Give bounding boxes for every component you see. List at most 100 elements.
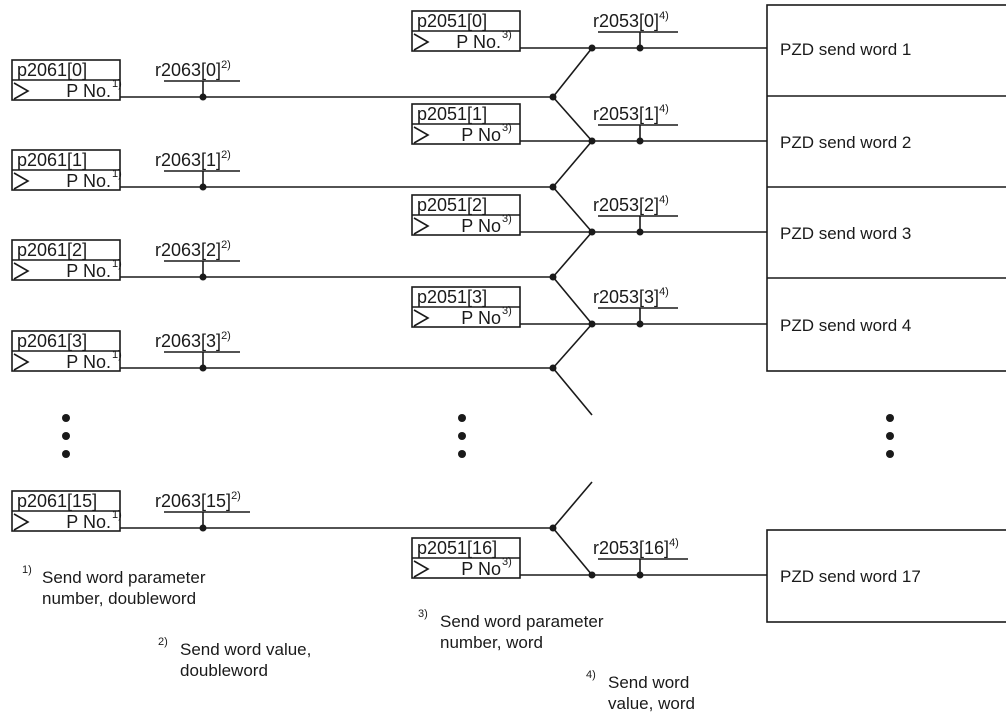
svg-text:4): 4) bbox=[586, 669, 596, 681]
svg-text:r2053[1]4): r2053[1]4) bbox=[593, 103, 669, 124]
word-pno-footnote: 3) bbox=[502, 122, 512, 134]
footnote-line: number, doubleword bbox=[42, 589, 196, 608]
pzd-send-word-17-box: PZD send word 17 bbox=[766, 529, 1006, 623]
svg-text:p2061[15]: p2061[15] bbox=[17, 491, 97, 511]
svg-text:p2061[1]: p2061[1] bbox=[17, 150, 87, 170]
word-value-label: r2053[0] bbox=[593, 11, 659, 31]
svg-text:p2061[2]: p2061[2] bbox=[17, 240, 87, 260]
word-value-footnote: 4) bbox=[659, 194, 669, 206]
dword-pno-footnote: 1) bbox=[112, 349, 122, 361]
word-block-3: p2051[3] P No 3) r2053[3]4) bbox=[411, 286, 767, 328]
svg-text:r2063[15]2): r2063[15]2) bbox=[155, 490, 241, 511]
svg-text:3): 3) bbox=[502, 213, 512, 225]
svg-text:1): 1) bbox=[112, 78, 122, 90]
pzd-send-word-2: PZD send word 2 bbox=[780, 133, 911, 152]
svg-text:PZD send word 1: PZD send word 1 bbox=[780, 40, 911, 59]
pzd-send-word-3: PZD send word 3 bbox=[780, 224, 911, 243]
word-param-label: p2051[1] bbox=[417, 104, 487, 124]
svg-text:P No: P No bbox=[461, 308, 501, 328]
footnote-4: 4) Send word value, word bbox=[586, 669, 695, 713]
word-splitters bbox=[549, 47, 593, 576]
word-block-16: p2051[16] P No 3) r2053[16]4) bbox=[411, 537, 767, 579]
svg-text:P No.: P No. bbox=[66, 171, 111, 191]
svg-text:r2063[3]2): r2063[3]2) bbox=[155, 330, 231, 351]
svg-text:r2053[3]4): r2053[3]4) bbox=[593, 286, 669, 307]
svg-text:1): 1) bbox=[112, 258, 122, 270]
footnote-line: number, word bbox=[440, 633, 543, 652]
word-pno-label: P No bbox=[461, 125, 501, 145]
svg-text:PZD send word 4: PZD send word 4 bbox=[780, 316, 911, 335]
svg-text:PZD send word 2: PZD send word 2 bbox=[780, 133, 911, 152]
svg-text:P No.: P No. bbox=[66, 261, 111, 281]
pzd-send-word-4: PZD send word 4 bbox=[780, 316, 911, 335]
word-pno-label: P No. bbox=[456, 32, 501, 52]
footnote-line: Send word bbox=[608, 673, 689, 692]
dword-block-15: p2061[15] P No. 1) r2063[15]2) bbox=[11, 490, 553, 532]
footnote-mark: 2) bbox=[158, 636, 168, 648]
pzd-send-word-frame bbox=[766, 4, 1006, 372]
dword-value-label: r2063[0] bbox=[155, 60, 221, 80]
svg-text:P No: P No bbox=[461, 125, 501, 145]
svg-text:r2063[2]2): r2063[2]2) bbox=[155, 239, 231, 260]
pzd-send-word-frame-17 bbox=[766, 529, 1006, 623]
word-block-1: p2051[1] P No 3) r2053[1]4) bbox=[411, 103, 767, 145]
svg-text:1): 1) bbox=[112, 168, 122, 180]
word-value-footnote: 4) bbox=[669, 537, 679, 549]
vertical-ellipsis-middle bbox=[458, 414, 466, 458]
svg-text:r2063[1]2): r2063[1]2) bbox=[155, 149, 231, 170]
svg-text:Send word: Send word bbox=[608, 673, 689, 692]
word-block-0: p2051[0] P No. 3) r2053[0]4) bbox=[411, 10, 767, 52]
svg-text:p2061[3]: p2061[3] bbox=[17, 331, 87, 351]
dword-block-2: p2061[2] P No. 1) r2063[2]2) bbox=[11, 239, 553, 281]
dword-value-footnote: 2) bbox=[221, 330, 231, 342]
dword-value-footnote: 2) bbox=[231, 490, 241, 502]
footnote-line: doubleword bbox=[180, 661, 268, 680]
word-value-footnote: 4) bbox=[659, 103, 669, 115]
svg-text:number, word: number, word bbox=[440, 633, 543, 652]
footnote-2: 2) Send word value, doubleword bbox=[158, 636, 311, 680]
word-pno-footnote: 3) bbox=[502, 305, 512, 317]
svg-text:3): 3) bbox=[502, 305, 512, 317]
word-block-2: p2051[2] P No 3) r2053[2]4) bbox=[411, 194, 767, 236]
svg-text:p2061[0]: p2061[0] bbox=[17, 60, 87, 80]
dword-value-label: r2063[1] bbox=[155, 150, 221, 170]
svg-text:Send word value,: Send word value, bbox=[180, 640, 311, 659]
dword-pno-footnote: 1) bbox=[112, 509, 122, 521]
svg-text:r2063[0]2): r2063[0]2) bbox=[155, 59, 231, 80]
svg-text:p2051[1]: p2051[1] bbox=[417, 104, 487, 124]
svg-text:r2053[2]4): r2053[2]4) bbox=[593, 194, 669, 215]
word-value-label: r2053[2] bbox=[593, 195, 659, 215]
dword-param-label: p2061[2] bbox=[17, 240, 87, 260]
dword-value-label: r2063[15] bbox=[155, 491, 231, 511]
word-pno-footnote: 3) bbox=[502, 556, 512, 568]
dword-param-label: p2061[0] bbox=[17, 60, 87, 80]
dword-block-3: p2061[3] P No. 1) r2063[3]2) bbox=[11, 330, 553, 372]
word-pno-footnote: 3) bbox=[502, 29, 512, 41]
dword-pno-footnote: 1) bbox=[112, 258, 122, 270]
svg-text:P No: P No bbox=[461, 216, 501, 236]
dword-value-footnote: 2) bbox=[221, 59, 231, 71]
footnote-mark: 1) bbox=[22, 564, 32, 576]
svg-text:3): 3) bbox=[502, 556, 512, 568]
dword-pno-label: P No. bbox=[66, 81, 111, 101]
dword-pno-footnote: 1) bbox=[112, 168, 122, 180]
dword-pno-label: P No. bbox=[66, 261, 111, 281]
word-value-label: r2053[1] bbox=[593, 104, 659, 124]
word-param-label: p2051[16] bbox=[417, 538, 497, 558]
word-param-label: p2051[0] bbox=[417, 11, 487, 31]
dword-pno-footnote: 1) bbox=[112, 78, 122, 90]
svg-text:r2053[0]4): r2053[0]4) bbox=[593, 10, 669, 31]
svg-text:P No.: P No. bbox=[66, 352, 111, 372]
svg-text:P No: P No bbox=[461, 559, 501, 579]
dword-block-1: p2061[1] P No. 1) r2063[1]2) bbox=[11, 149, 553, 191]
word-param-label: p2051[3] bbox=[417, 287, 487, 307]
svg-text:r2053[16]4): r2053[16]4) bbox=[593, 537, 679, 558]
dword-value-footnote: 2) bbox=[221, 149, 231, 161]
svg-text:P No.: P No. bbox=[66, 81, 111, 101]
svg-text:2): 2) bbox=[158, 636, 168, 648]
svg-text:1): 1) bbox=[112, 509, 122, 521]
svg-text:3): 3) bbox=[502, 29, 512, 41]
dword-value-label: r2063[3] bbox=[155, 331, 221, 351]
footnote-line: Send word parameter bbox=[440, 612, 604, 631]
